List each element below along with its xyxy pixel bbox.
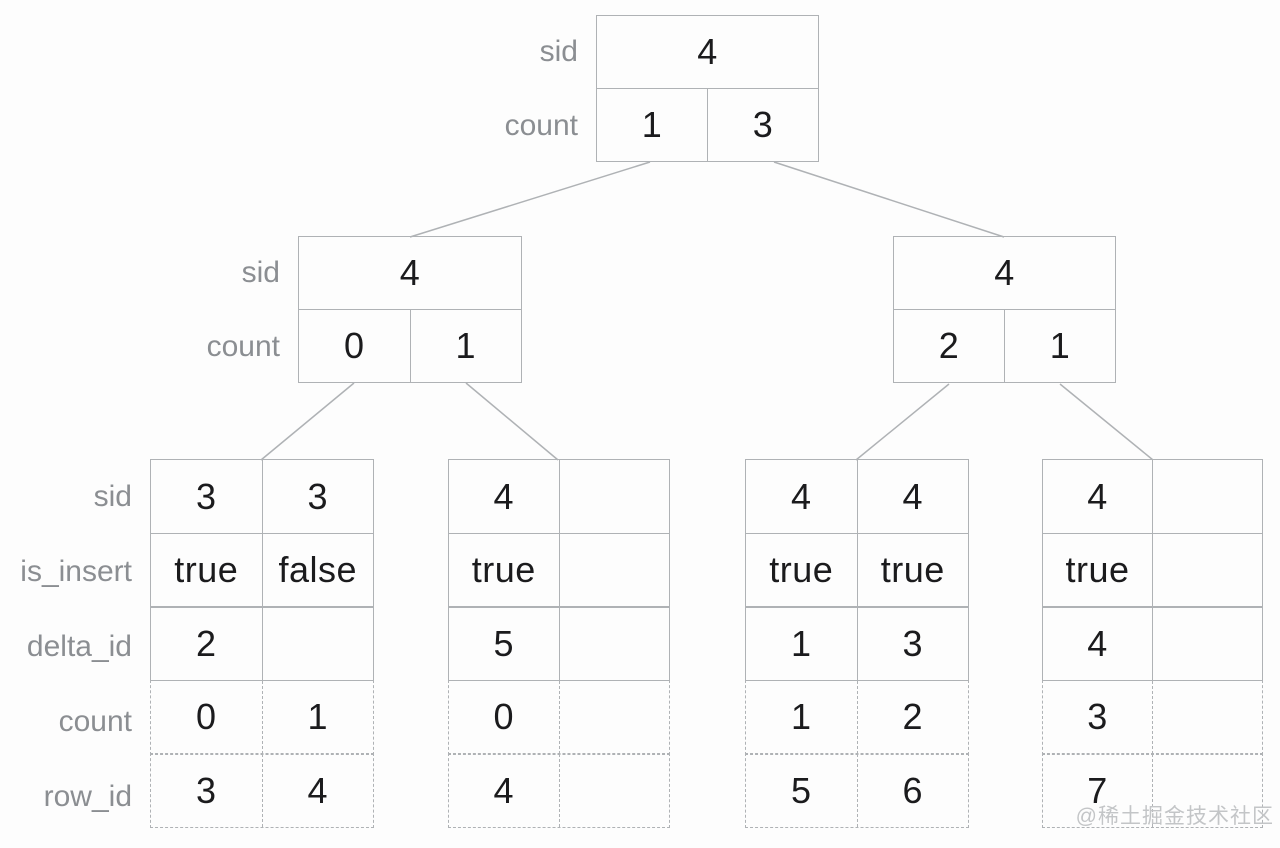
leaf3-is-insert-1: true [746, 533, 858, 607]
leaf4-sid-row: 4 [1042, 459, 1263, 534]
leaf4-delta-id-2 [1153, 607, 1262, 680]
tree-node-mid-right: 4 2 1 [893, 236, 1116, 383]
leaf2-delta-id-1: 5 [449, 607, 560, 680]
leaf1-delta-id-2 [263, 607, 374, 680]
leaf3-count-2: 2 [902, 696, 924, 737]
leaf2-sid-2 [560, 460, 670, 533]
leaf-row-label-row-id: row_id [43, 779, 132, 813]
midleft-row-label-count: count [206, 330, 280, 363]
root-sid-value: 4 [697, 31, 718, 72]
leaf2-is-insert-1: true [449, 533, 560, 607]
connector-midright-to-leaf4 [1059, 383, 1154, 461]
tree-node-mid-left: 4 0 1 [298, 236, 522, 383]
leaf-node-2: 4 true 5 0 4 [448, 459, 670, 828]
connector-root-to-midleft [409, 161, 651, 238]
watermark: @稀土掘金技术社区 [1075, 805, 1274, 828]
connector-root-to-midright [773, 161, 1005, 238]
leaf1-row-id-2: 4 [307, 769, 329, 811]
leaf2-is-insert-row: true [448, 532, 670, 608]
leaf4-sid-2 [1153, 460, 1262, 533]
leaf2-count-1: 0 [449, 680, 560, 754]
leaf1-row-id-row: 3 4 [150, 753, 374, 828]
leaf3-delta-id-2: 3 [902, 622, 924, 664]
leaf1-delta-id-row: 2 [150, 606, 374, 681]
leaf3-row-id-2: 6 [902, 769, 924, 811]
leaf4-row-id-row: 7 [1042, 753, 1263, 828]
midleft-count-row: 0 1 [298, 308, 522, 383]
leaf4-is-insert-2 [1153, 534, 1262, 607]
leaf2-count-2 [560, 681, 670, 754]
leaf3-is-insert-2: true [880, 549, 945, 590]
midleft-count-value-2: 1 [455, 324, 477, 366]
leaf1-sid-row: 3 3 [150, 459, 374, 534]
midleft-sid-value: 4 [399, 252, 421, 293]
leaf3-sid-2: 4 [902, 475, 924, 517]
midleft-sid-row: 4 [298, 236, 522, 310]
leaf1-count-row: 0 1 [150, 679, 374, 755]
leaf2-delta-id-row: 5 [448, 606, 670, 681]
leaf4-delta-id-1: 4 [1043, 607, 1153, 680]
leaf3-row-id-row: 5 6 [745, 753, 969, 828]
leaf4-count-1: 3 [1043, 680, 1153, 754]
connector-midright-to-leaf3 [855, 383, 950, 461]
root-count-value-2: 3 [752, 103, 774, 145]
leaf3-sid-1: 4 [746, 460, 858, 533]
leaf1-sid-2: 3 [307, 475, 329, 517]
root-row-label-count: count [504, 109, 578, 142]
root-count-row: 1 3 [596, 87, 819, 162]
leaf2-sid-row: 4 [448, 459, 670, 534]
leaf-row-label-delta-id: delta_id [26, 629, 132, 663]
root-count-value-1: 1 [597, 88, 708, 161]
leaf3-is-insert-row: true true [745, 532, 969, 608]
leaf1-is-insert-2: false [278, 549, 358, 590]
leaf2-count-row: 0 [448, 679, 670, 755]
leaf3-count-row: 1 2 [745, 679, 969, 755]
leaf2-row-id-2 [560, 754, 670, 827]
leaf-node-4: 4 true 4 3 7 [1042, 459, 1263, 828]
leaf-row-label-is-insert: is_insert [20, 554, 132, 588]
leaf-row-label-sid: sid [93, 479, 132, 513]
leaf1-is-insert-row: true false [150, 532, 374, 608]
leaf-node-1: 3 3 true false 2 0 1 3 4 [150, 459, 374, 828]
leaf1-row-id-1: 3 [151, 754, 263, 827]
midright-count-value-2: 1 [1049, 324, 1071, 366]
leaf4-delta-id-row: 4 [1042, 606, 1263, 681]
root-sid-row: 4 [596, 15, 819, 89]
leaf1-sid-1: 3 [151, 460, 263, 533]
leaf3-sid-row: 4 4 [745, 459, 969, 534]
connector-midleft-to-leaf2 [465, 382, 559, 461]
leaf4-is-insert-1: true [1043, 533, 1153, 607]
leaf2-sid-1: 4 [449, 460, 560, 533]
leaf1-delta-id-1: 2 [151, 607, 263, 680]
leaf4-sid-1: 4 [1043, 460, 1153, 533]
connector-midleft-to-leaf1 [260, 382, 355, 461]
midleft-row-label-sid: sid [241, 256, 280, 289]
leaf1-count-1: 0 [151, 680, 263, 754]
leaf1-is-insert-1: true [151, 533, 263, 607]
leaf2-is-insert-2 [560, 534, 670, 607]
root-row-label-sid: sid [539, 35, 578, 68]
leaf2-row-id-row: 4 [448, 753, 670, 828]
leaf3-delta-id-row: 1 3 [745, 606, 969, 681]
midleft-count-value-1: 0 [299, 309, 411, 382]
leaf-row-label-count: count [58, 704, 132, 738]
leaf3-count-1: 1 [746, 680, 858, 754]
leaf-node-3: 4 4 true true 1 3 1 2 5 6 [745, 459, 969, 828]
leaf4-row-id-1: 7 [1043, 754, 1153, 827]
leaf4-count-2 [1153, 681, 1262, 754]
leaf3-delta-id-1: 1 [746, 607, 858, 680]
midright-sid-value: 4 [994, 252, 1015, 293]
leaf4-count-row: 3 [1042, 679, 1263, 755]
tree-node-root: 4 1 3 [596, 15, 819, 162]
leaf3-row-id-1: 5 [746, 754, 858, 827]
leaf4-is-insert-row: true [1042, 532, 1263, 608]
midright-count-row: 2 1 [893, 308, 1116, 383]
leaf1-count-2: 1 [307, 696, 329, 737]
midright-sid-row: 4 [893, 236, 1116, 310]
midright-count-value-1: 2 [894, 309, 1005, 382]
leaf2-row-id-1: 4 [449, 754, 560, 827]
leaf2-delta-id-2 [560, 607, 670, 680]
